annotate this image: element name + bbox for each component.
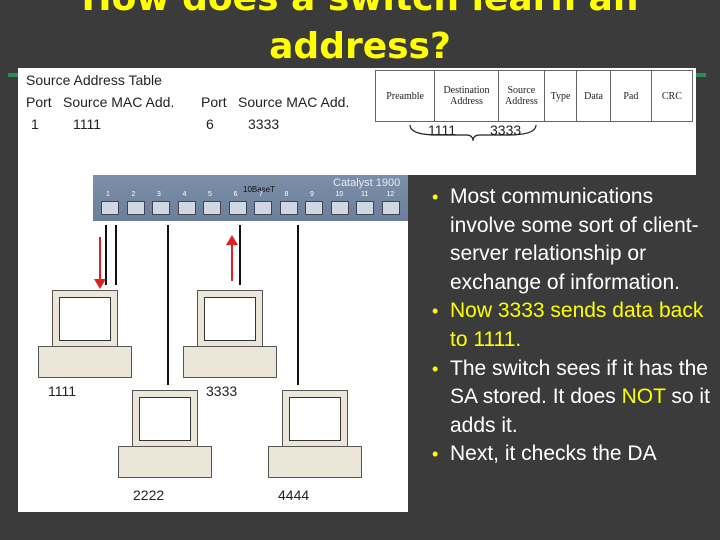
switch-port-number: 3: [157, 191, 161, 198]
sat-row-mac: 3333: [248, 116, 280, 132]
switch-model: Catalyst 1900: [333, 177, 401, 189]
bullet-text: Most communications involve some sort of…: [450, 185, 699, 294]
frame-brace: [409, 124, 537, 142]
host-label: 1111: [48, 383, 77, 399]
frame-field: Pad: [610, 70, 652, 122]
switch-port-number: 9: [310, 191, 314, 198]
sat-col-port-2: Port: [201, 94, 227, 110]
host-label: 3333: [206, 383, 238, 399]
ethernet-frame: Preamble Destination Address Source Addr…: [374, 70, 694, 122]
switch-port: [228, 201, 247, 215]
sat-col-port-1: Port: [26, 94, 52, 110]
frame-field: Data: [576, 70, 611, 122]
frame-field: Destination Address: [434, 70, 499, 122]
frame-src-value: 3333: [490, 122, 522, 138]
arrow-up-icon: [226, 235, 238, 245]
cable-lines: [94, 225, 299, 385]
host-label: 4444: [278, 487, 310, 503]
switch-port: [126, 201, 145, 215]
switch-port-number: 11: [361, 191, 369, 198]
sat-col-mac-2: Source MAC Add.: [238, 94, 350, 110]
bullet-text: so it adds it.: [450, 385, 710, 437]
bullet-item: Now 3333 sends data back to 1111.: [432, 297, 720, 354]
sat-row-port: 1: [31, 116, 39, 132]
sat-heading: Source Address Table: [26, 72, 162, 88]
switch-port: [101, 201, 119, 215]
switch-port-number: 10: [335, 191, 344, 198]
switch-port: [152, 201, 170, 215]
slide-title-line2: address?: [269, 26, 451, 67]
switch-port-number: 7: [259, 191, 263, 198]
slide-title-line1: How does a switch learn an: [0, 0, 720, 20]
switch-brand: 10BaseT: [243, 185, 276, 194]
switch-port: [330, 201, 349, 215]
bullet-item: Next, it checks the DA: [432, 440, 720, 469]
switch-port-number: 5: [208, 191, 212, 198]
switch-port: [279, 201, 298, 215]
frame-field: Type: [543, 70, 578, 122]
bullet-text: Now 3333 sends data back to 1111.: [450, 299, 704, 351]
frame-field: CRC: [650, 70, 694, 122]
bullet-text: Next, it checks the DA: [450, 442, 657, 466]
frame-dest-value: 1111: [428, 122, 457, 138]
switch-port: [177, 201, 196, 215]
switch-port: [254, 201, 272, 215]
arrow-down-icon: [94, 279, 106, 289]
title-rule-right: [694, 73, 706, 77]
title-rule-left: [8, 73, 22, 77]
frame-field: Source Address: [497, 70, 545, 122]
bullet-item: The switch sees if it has the SA stored.…: [432, 355, 720, 441]
frame-field: Preamble: [374, 70, 436, 122]
switch-port: [305, 201, 323, 215]
bullet-list: Most communications involve some sort of…: [432, 183, 720, 469]
switch-port-number: 2: [131, 191, 136, 198]
switch-port: [381, 201, 400, 215]
switch-port-number: 6: [233, 191, 238, 198]
bullet-text: The switch sees if it has the SA stored.…: [450, 356, 708, 409]
switch-label: Switch: [28, 195, 82, 215]
switch-port: [356, 201, 374, 215]
sat-row-port: 6: [206, 116, 214, 132]
switch-port: [203, 201, 221, 215]
address-panel: Source Address Table Port Source MAC Add…: [18, 68, 696, 175]
sat-row-mac: 1111: [73, 116, 102, 132]
switch-port-number: 4: [182, 191, 187, 198]
sat-col-mac-1: Source MAC Add.: [63, 94, 175, 110]
switch-port-number: 1: [106, 191, 110, 198]
bullet-item: Most communications involve some sort of…: [432, 183, 720, 297]
host-label: 2222: [133, 487, 165, 503]
switch-port-number: 8: [284, 191, 289, 198]
bullet-emphasis: NOT: [621, 385, 666, 409]
switch-port-number: 12: [386, 191, 395, 198]
